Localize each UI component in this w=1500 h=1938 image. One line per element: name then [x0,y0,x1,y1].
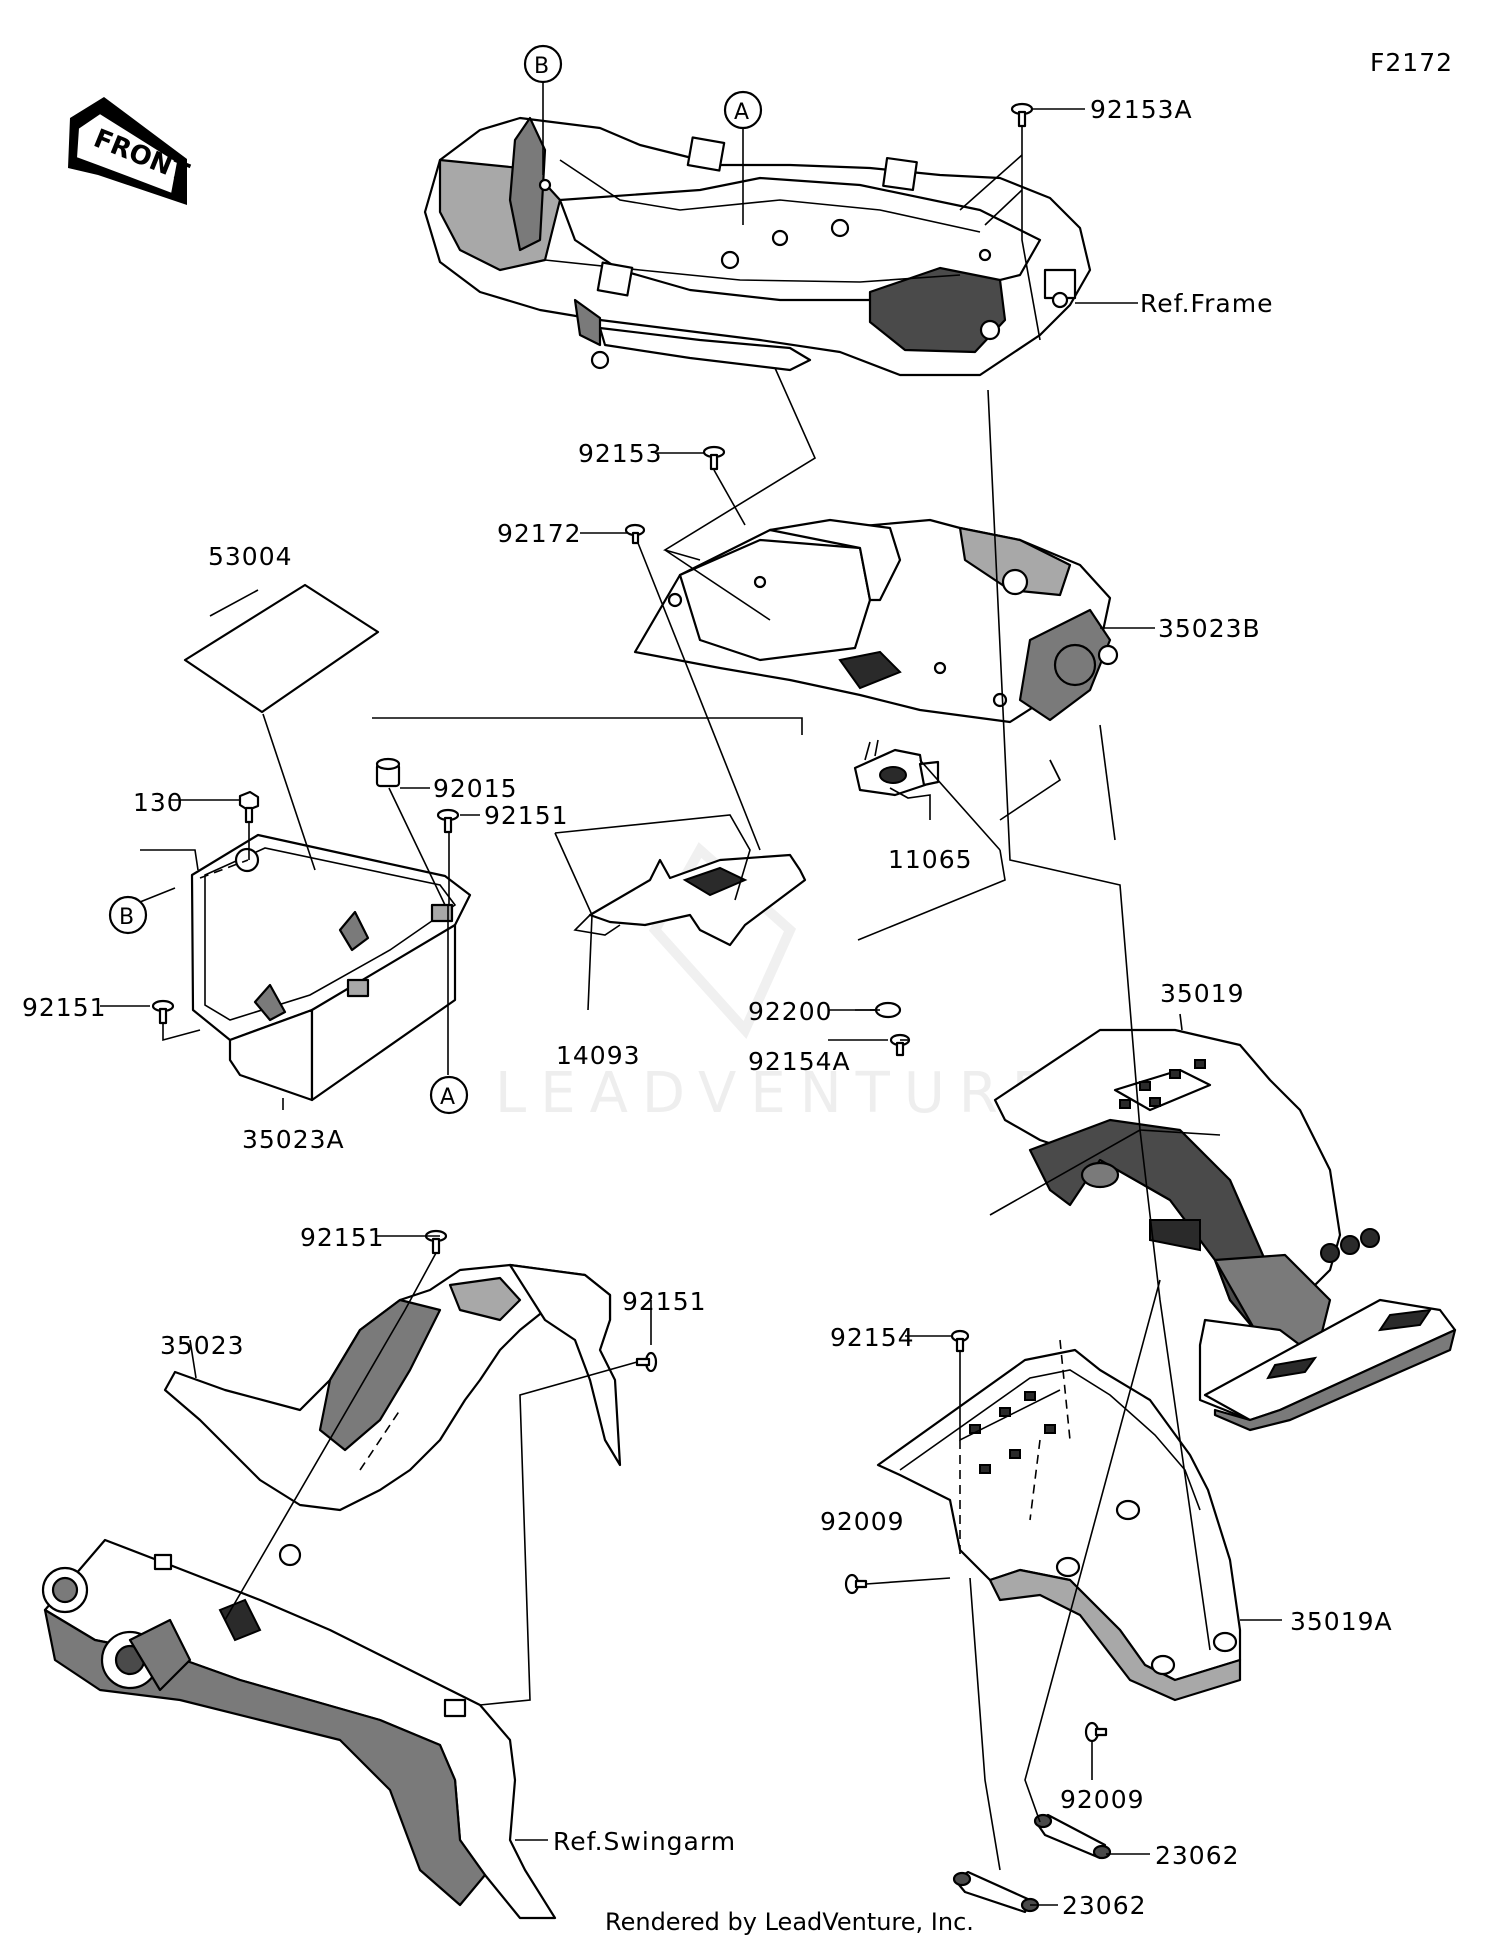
label-92172: 92172 [497,519,582,548]
callout-a-top: A [723,90,763,225]
part-23062-lower [952,1870,1040,1914]
label-92200: 92200 [748,997,833,1026]
label-23062-lower: 23062 [1062,1891,1147,1920]
bolt-92009-left-icon [844,1573,868,1595]
callout-a-bottom-label: A [440,1085,455,1110]
part-35019A-bracket [876,1348,1242,1702]
part-35023B-housing [633,518,1119,724]
callout-a-bottom: A [429,1075,469,1115]
label-92154: 92154 [830,1323,915,1352]
callout-b-top: B [523,44,563,175]
label-53004: 53004 [208,542,293,571]
callout-a-top-label: A [734,100,749,125]
label-92151-top: 92151 [484,801,569,830]
part-11065-bracket [853,739,940,797]
label-92015: 92015 [433,774,518,803]
label-35019: 35019 [1160,979,1245,1008]
part-53004-sheet [183,583,380,714]
bolt-92151-left-icon [151,999,175,1025]
dashed-leaders [199,859,1071,1560]
callout-b-left-label: B [119,905,134,930]
part-92015-collar [375,757,401,788]
label-35023A: 35023A [242,1125,345,1154]
label-130: 130 [133,788,184,817]
label-92153: 92153 [578,439,663,468]
bolt-92172-icon [624,523,646,545]
bolt-92153-icon [702,445,726,471]
part-35019-fender [993,1028,1457,1432]
label-11065: 11065 [888,845,973,874]
label-92151-left: 92151 [22,993,107,1022]
swingarm [41,1538,557,1920]
part-35023-inner-fender [163,1263,622,1567]
part-14093-plate [573,853,807,947]
label-92151-mid: 92151 [300,1223,385,1252]
label-92153A: 92153A [1090,95,1193,124]
label-35023B: 35023B [1158,614,1261,643]
label-23062-upper: 23062 [1155,1841,1240,1870]
bolt-92151-right-icon [635,1351,658,1373]
part-23062-upper [1033,1813,1112,1860]
leader-lines [100,108,1282,1906]
label-ref-swingarm: Ref.Swingarm [553,1827,736,1856]
frame-assembly [423,116,1092,377]
front-arrow-icon: FRONT [68,97,193,205]
label-92151-right: 92151 [622,1287,707,1316]
part-35023A-tray [190,833,472,1102]
label-35019A: 35019A [1290,1607,1393,1636]
bolt-92154-icon [950,1329,970,1353]
bolt-92009-bottom-icon [1084,1721,1108,1743]
figure-code: F2172 [1370,48,1453,77]
label-14093: 14093 [556,1041,641,1070]
label-92009-left: 92009 [820,1507,905,1536]
bolt-130-icon [238,790,260,824]
watermark: LEADVENTURE [495,1061,1061,1126]
callout-b-left: B [108,887,176,935]
callout-b-top-label: B [534,54,549,79]
label-35023: 35023 [160,1331,245,1360]
bolt-92151-mid-icon [424,1229,448,1255]
label-92154A: 92154A [748,1047,851,1076]
footer-credit: Rendered by LeadVenture, Inc. [605,1908,974,1936]
bolt-92151-top-icon [436,808,460,834]
label-92009-bottom: 92009 [1060,1785,1145,1814]
bolt-92153A-icon [1010,102,1034,128]
bolt-92154A-icon [889,1033,911,1057]
label-ref-frame: Ref.Frame [1140,289,1273,318]
